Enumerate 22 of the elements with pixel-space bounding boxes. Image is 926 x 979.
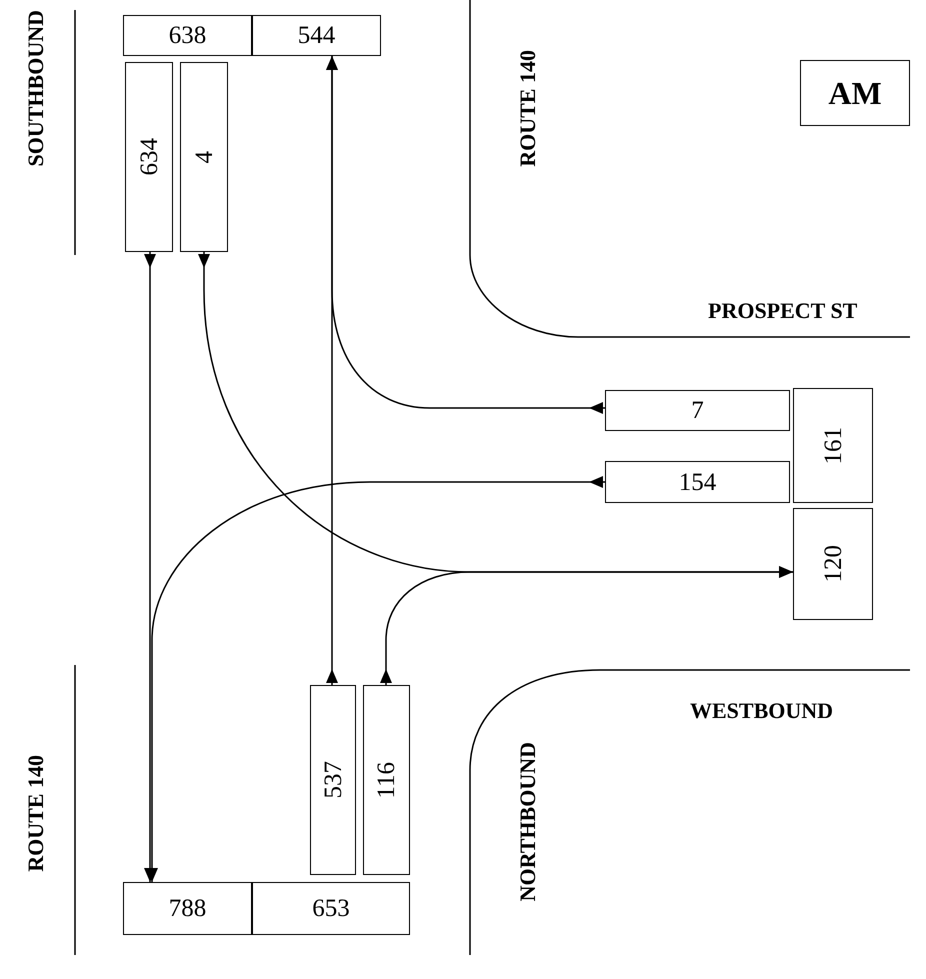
flow-arrow (326, 56, 338, 685)
street-name: NORTHBOUND (517, 742, 539, 902)
count-box: 7 (605, 390, 790, 431)
street-name: ROUTE 140 (517, 50, 539, 167)
count-box: 154 (605, 461, 790, 503)
count-box: 638 (123, 15, 252, 56)
count-box: 544 (252, 15, 381, 56)
count-box: 120 (793, 508, 873, 620)
count-box: 161 (793, 388, 873, 503)
count-box: 788 (123, 882, 252, 935)
count-box: 634 (125, 62, 173, 252)
period-box: AM (800, 60, 910, 126)
street-name: SOUTHBOUND (25, 10, 47, 166)
count-box: 4 (180, 62, 228, 252)
count-box: 653 (252, 882, 410, 935)
street-name: PROSPECT ST (708, 300, 858, 322)
street-name: ROUTE 140 (25, 755, 47, 872)
street-name: WESTBOUND (690, 700, 834, 722)
flow-arrow (144, 252, 156, 882)
count-box: 537 (310, 685, 356, 875)
count-box: 116 (363, 685, 410, 875)
flow-arrow (380, 566, 793, 685)
